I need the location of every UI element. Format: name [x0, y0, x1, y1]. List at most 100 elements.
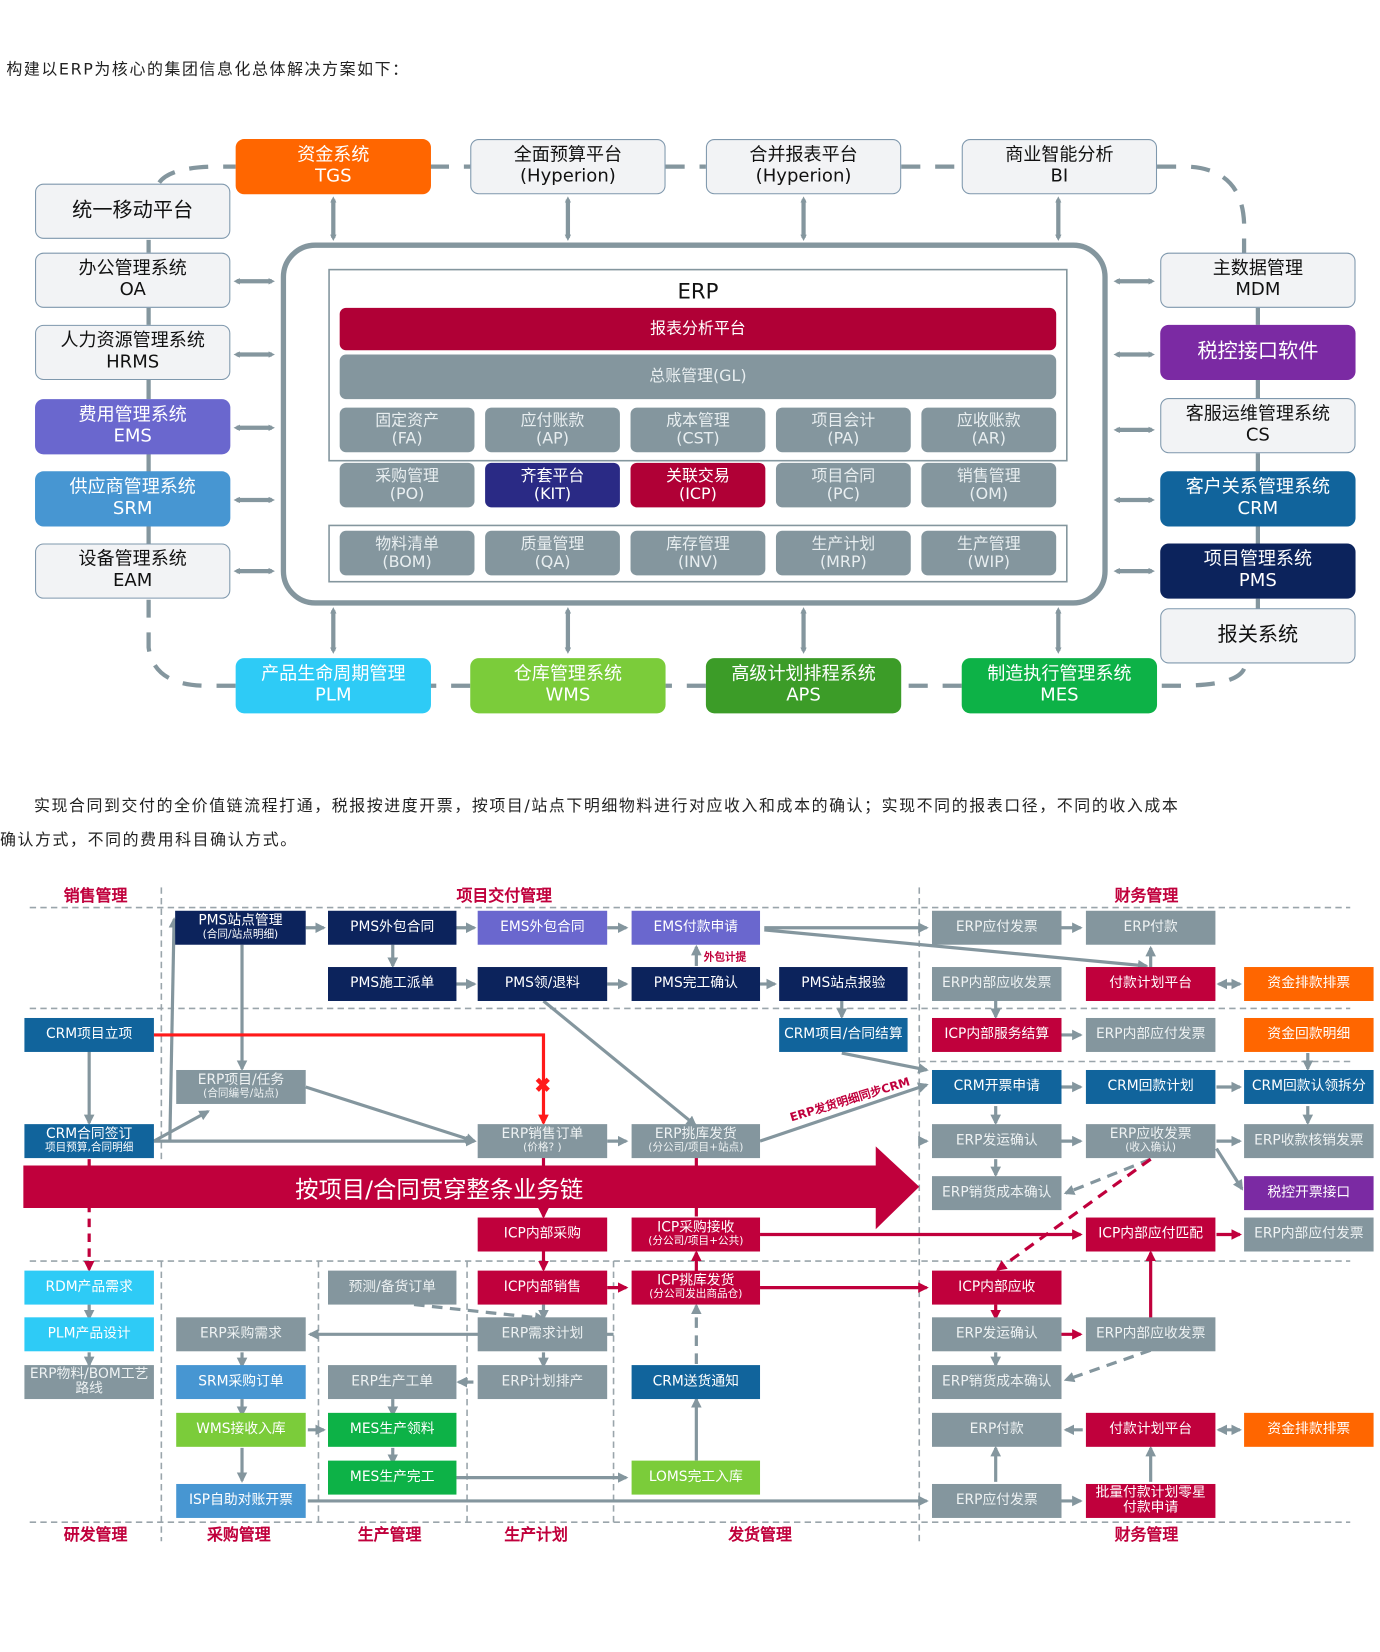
flow-node-erp-schedule[interactable]: ERP计划排产 — [477, 1365, 608, 1400]
flow-node-srm-po[interactable]: SRM采购订单 — [176, 1365, 306, 1400]
erp-module[interactable]: 销售管理(OM) — [921, 462, 1057, 508]
flow-node-batch-pay[interactable]: 批量付款计划零星付款申请 — [1085, 1483, 1216, 1518]
flow-node-erp-ap-inv[interactable]: ERP应付发票 — [931, 910, 1062, 945]
flow-node-icp-purchase[interactable]: ICP内部采购 — [477, 1217, 608, 1252]
flow-node-erp-ic-ap-inv[interactable]: ERP内部应付发票 — [1085, 1017, 1216, 1052]
flow-node-fund-return[interactable]: 资金回款明细 — [1244, 1017, 1374, 1052]
erp-module[interactable]: 应付账款(AP) — [485, 407, 620, 453]
erp-module[interactable]: 项目会计(PA) — [775, 407, 911, 453]
flow-node-erp-demand[interactable]: ERP需求计划 — [477, 1317, 608, 1352]
system-hyperion[interactable]: 合并报表平台(Hyperion) — [705, 139, 902, 195]
flow-node-ems-payreq[interactable]: EMS付款申请 — [631, 910, 761, 945]
flow-node-rdm-req[interactable]: RDM产品需求 — [24, 1270, 154, 1305]
flow-node-tax-if[interactable]: 税控开票接口 — [1244, 1176, 1374, 1211]
system-box[interactable]: 报关系统 — [1160, 608, 1356, 664]
erp-mfg-module[interactable]: 质量管理(QA) — [485, 530, 620, 576]
flow-node-icp-sales[interactable]: ICP内部销售 — [477, 1270, 608, 1305]
general-ledger[interactable]: 总账管理(GL) — [339, 354, 1057, 400]
node-title: EMS外包合同 — [500, 919, 585, 936]
system-code: BI — [1050, 165, 1069, 187]
flow-node-pay-plan[interactable]: 付款计划平台 — [1085, 967, 1216, 1001]
system-box[interactable]: 税控接口软件 — [1160, 324, 1356, 381]
flow-node-erp-ap-inv2[interactable]: ERP应付发票 — [931, 1483, 1062, 1518]
flow-node-erp-task[interactable]: ERP项目/任务(合同编号/站点) — [176, 1069, 306, 1104]
flow-node-pms-inspect[interactable]: PMS站点报验 — [779, 967, 908, 1001]
erp-module[interactable]: 关联交易(ICP) — [630, 462, 766, 508]
flow-node-erp-bom[interactable]: ERP物料/BOM工艺路线 — [24, 1365, 154, 1400]
flow-node-erp-pickship[interactable]: ERP挑库发货(分公司/项目+站点) — [631, 1124, 761, 1159]
flow-node-icp-ap-match[interactable]: ICP内部应付匹配 — [1085, 1217, 1216, 1252]
erp-module[interactable]: 应收账款(AR) — [921, 407, 1057, 453]
flow-node-erp-cogs[interactable]: ERP销货成本确认 — [931, 1176, 1062, 1211]
flow-node-loms-complete[interactable]: LOMS完工入库 — [631, 1460, 761, 1495]
flow-node-erp-pr[interactable]: ERP采购需求 — [176, 1317, 306, 1352]
erp-module[interactable]: 成本管理(CST) — [630, 407, 766, 453]
erp-mfg-module[interactable]: 库存管理(INV) — [630, 530, 766, 576]
flow-node-pms-dispatch[interactable]: PMS施工派单 — [328, 967, 457, 1001]
flow-node-erp-so[interactable]: ERP销售订单(价格? ) — [477, 1124, 608, 1159]
flow-node-erp-pay[interactable]: ERP付款 — [1085, 910, 1216, 945]
erp-module[interactable]: 采购管理(PO) — [339, 462, 475, 508]
flow-node-pms-site[interactable]: PMS站点管理(合同/站点明细) — [175, 910, 306, 945]
flow-node-crm-claim[interactable]: CRM回款认领拆分 — [1244, 1069, 1374, 1104]
erp-module[interactable]: 项目合同(PC) — [775, 462, 911, 508]
flow-node-crm-invreq[interactable]: CRM开票申请 — [931, 1069, 1062, 1104]
flow-node-icp-receive[interactable]: ICP采购接收(分公司/项目+公共) — [631, 1217, 761, 1252]
flow-node-mes-issue[interactable]: MES生产领料 — [328, 1412, 457, 1447]
flow-node-icp-pickship[interactable]: ICP挑库发货(分公司发出商品仓) — [631, 1270, 761, 1305]
flow-node-pms-material[interactable]: PMS领/退料 — [477, 967, 608, 1001]
flow-node-erp-receipt[interactable]: ERP收款核销发票 — [1244, 1124, 1374, 1159]
flow-node-crm-contract[interactable]: CRM合同签订项目预算,合同明细 — [24, 1124, 154, 1159]
erp-mfg-module[interactable]: 生产计划(MRP) — [775, 530, 911, 576]
flow-node-erp-cogs2[interactable]: ERP销货成本确认 — [931, 1365, 1062, 1400]
flow-node-erp-ar-inv[interactable]: ERP应收发票(收入确认) — [1085, 1124, 1216, 1159]
flow-node-fund-sched2[interactable]: 资金排款排票 — [1244, 1412, 1374, 1447]
flow-node-crm-delivery[interactable]: CRM送货通知 — [631, 1365, 761, 1400]
flow-node-forecast-order[interactable]: 预测/备货订单 — [328, 1270, 457, 1305]
flow-node-erp-ic-ap-inv2[interactable]: ERP内部应付发票 — [1244, 1217, 1374, 1252]
flow-node-mes-complete[interactable]: MES生产完工 — [328, 1460, 457, 1495]
flow-node-icp-service[interactable]: ICP内部服务结算 — [931, 1017, 1062, 1052]
flow-node-pms-complete[interactable]: PMS完工确认 — [631, 967, 761, 1001]
flow-node-erp-wo[interactable]: ERP生产工单 — [328, 1365, 457, 1400]
flow-node-erp-ship-confirm2[interactable]: ERP发运确认 — [931, 1317, 1062, 1352]
flow-node-crm-project[interactable]: CRM项目立项 — [24, 1017, 154, 1052]
flow-node-pms-outsource[interactable]: PMS外包合同 — [328, 910, 457, 945]
erp-module[interactable]: 齐套平台(KIT) — [485, 462, 620, 508]
flow-node-pay-plan2[interactable]: 付款计划平台 — [1085, 1412, 1216, 1447]
flow-node-erp-ship-confirm[interactable]: ERP发运确认 — [931, 1124, 1062, 1159]
flow-node-crm-collect-plan[interactable]: CRM回款计划 — [1085, 1069, 1216, 1104]
flow-node-plm-design[interactable]: PLM产品设计 — [24, 1317, 154, 1352]
erp-mfg-module[interactable]: 生产管理(WIP) — [921, 530, 1057, 576]
flow-node-erp-ic-ar-inv[interactable]: ERP内部应收发票 — [931, 967, 1062, 1001]
system-box[interactable]: 统一移动平台 — [35, 183, 231, 239]
erp-mfg-module[interactable]: 物料清单(BOM) — [339, 530, 475, 576]
flow-node-ems-outsource[interactable]: EMS外包合同 — [477, 910, 608, 945]
flow-node-icp-ar[interactable]: ICP内部应收 — [931, 1270, 1062, 1305]
report-platform[interactable]: 报表分析平台 — [339, 307, 1057, 351]
flow-node-erp-pay2[interactable]: ERP付款 — [931, 1412, 1062, 1447]
flow-node-fund-sched[interactable]: 资金排款排票 — [1244, 967, 1374, 1001]
erp-module[interactable]: 固定资产(FA) — [339, 407, 475, 453]
module-code: (AR) — [971, 428, 1006, 448]
flow-node-erp-ic-ar-inv2[interactable]: ERP内部应收发票 — [1085, 1317, 1216, 1352]
flow-node-isp-invoice[interactable]: ISP自助对账开票 — [176, 1483, 306, 1518]
system-hyperion[interactable]: 全面预算平台(Hyperion) — [470, 139, 666, 195]
flow-node-crm-settle[interactable]: CRM项目/合同结算 — [779, 1017, 908, 1052]
flow-node-wms-receive[interactable]: WMS接收入库 — [176, 1412, 306, 1447]
